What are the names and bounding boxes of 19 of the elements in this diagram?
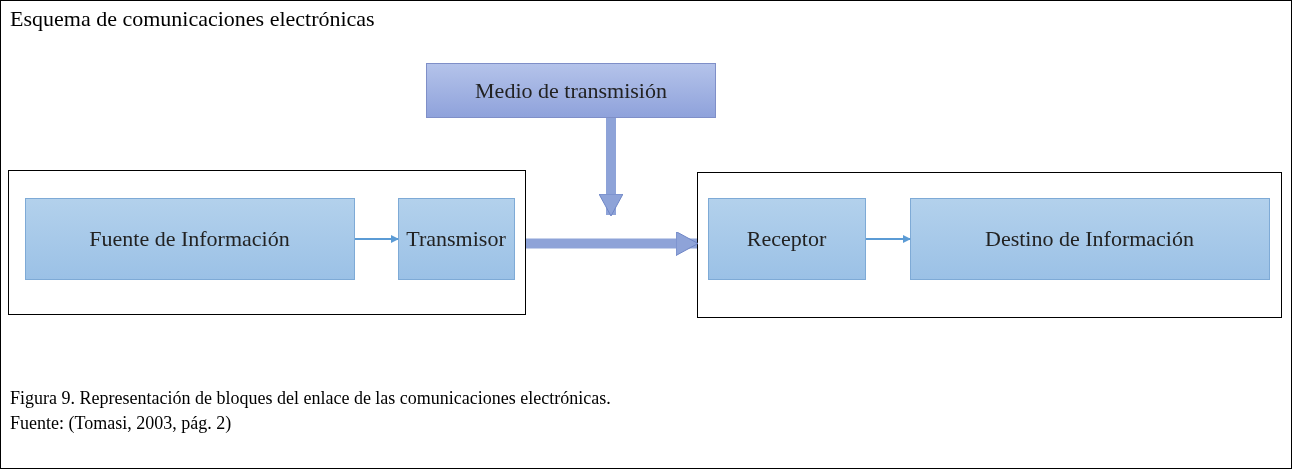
arrow [354, 235, 399, 243]
arrow [865, 235, 911, 243]
box-label: Medio de transmisión [475, 77, 667, 104]
process-box [397, 197, 515, 280]
process-box [909, 197, 1270, 280]
process-box [707, 197, 866, 280]
box-label: Receptor [746, 225, 827, 252]
caption: Figura 9. Representación de bloques del enlace de las comunicaciones electrónicas. [10, 388, 611, 409]
process-box [24, 197, 355, 280]
box-label: Fuente de Información [89, 225, 290, 252]
group-frame [697, 172, 1282, 318]
source-note: Fuente: (Tomasi, 2003, pág. 2) [10, 413, 232, 434]
box-label: Transmisor [406, 225, 506, 252]
block-arrow [526, 231, 699, 256]
box-label: Destino de Información [985, 225, 1194, 252]
group-frame [8, 170, 526, 315]
process-box [426, 63, 716, 118]
title: Esquema de comunicaciones electrónicas [10, 6, 375, 32]
block-arrow [598, 118, 624, 217]
